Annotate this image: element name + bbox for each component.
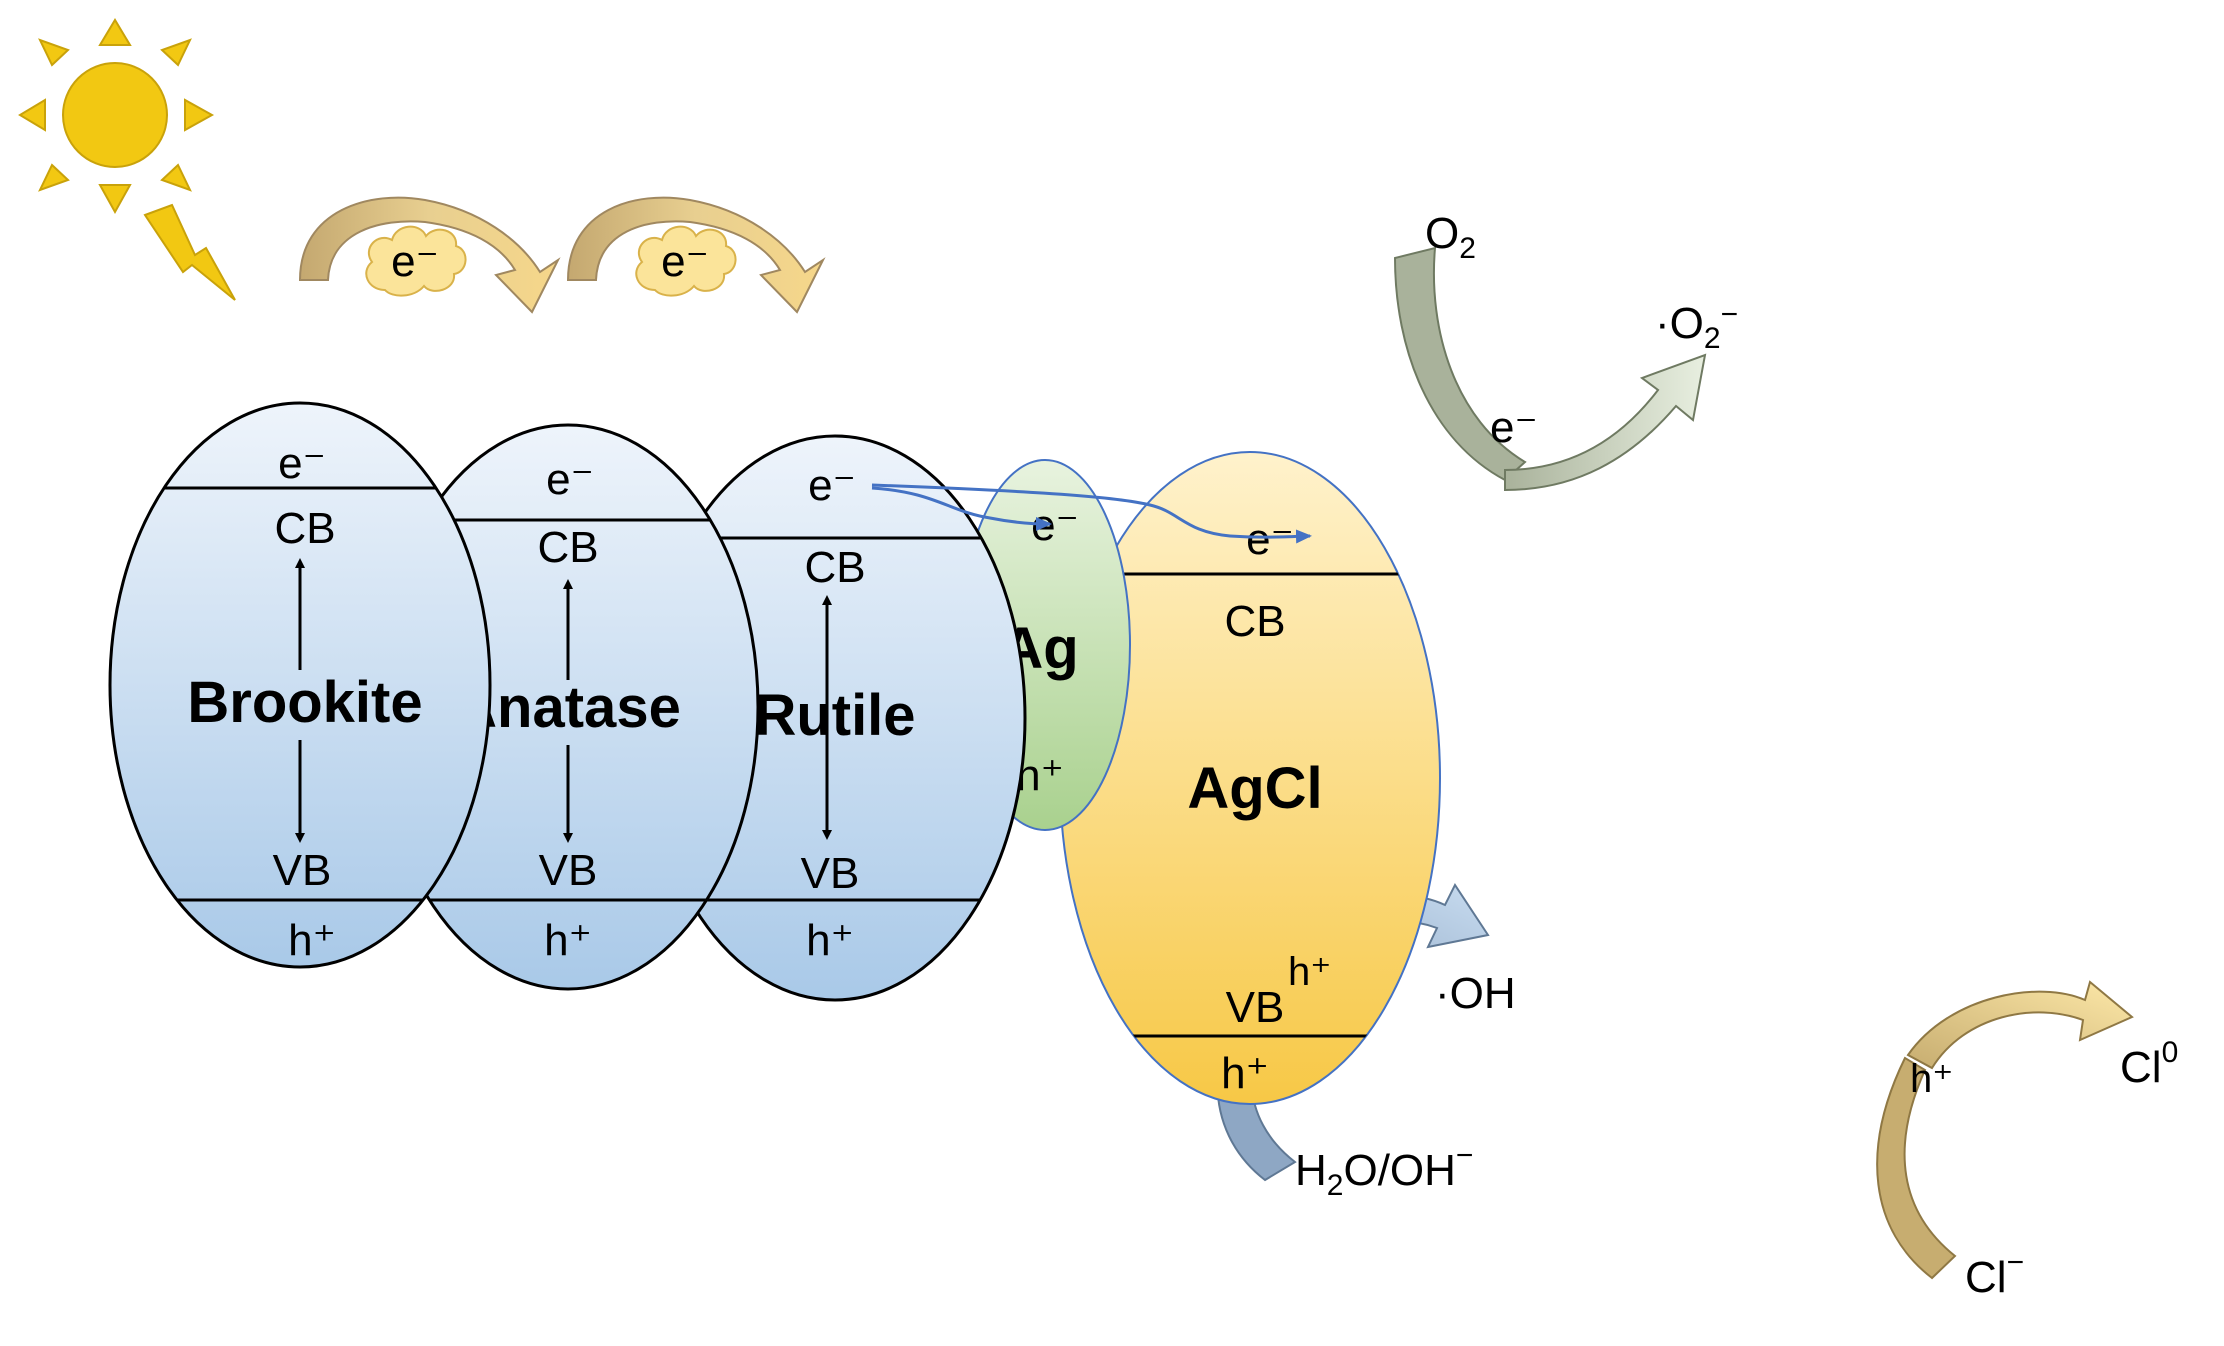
o2-label: O2: [1425, 209, 1476, 265]
superoxide-arrow: [1504, 353, 1707, 492]
chlorine-label: Cl0: [2120, 1036, 2178, 1092]
rutile-hole: h⁺: [806, 916, 854, 965]
anatase-vb-label: VB: [539, 846, 598, 895]
agcl-name: AgCl: [1187, 756, 1322, 821]
chloride-label: Cl−: [1965, 1246, 2024, 1302]
rutile-cb-label: CB: [804, 543, 865, 592]
electron-bubble-1: e⁻: [365, 225, 467, 297]
brookite-particle: e⁻ CB Brookite VB h⁺: [108, 401, 492, 969]
agcl-electron: e⁻: [1246, 515, 1294, 564]
sun-icon: [18, 18, 215, 215]
chlorine-arrow: [1906, 980, 2134, 1070]
o2-arrow: [1393, 246, 1527, 482]
anatase-name: Anatase: [455, 675, 681, 740]
water-label: H2O/OH−: [1295, 1139, 1473, 1202]
brookite-hole: h⁺: [288, 916, 336, 965]
electron-bubble-2: e⁻: [635, 225, 737, 297]
electron-bubble-2-label: e⁻: [661, 237, 709, 286]
hydroxyl-label: ·OH: [1435, 969, 1516, 1018]
rutile-name: Rutile: [754, 683, 915, 748]
anatase-cb-label: CB: [537, 523, 598, 572]
ag-electron: e⁻: [1031, 501, 1079, 550]
o2-electron-label: e⁻: [1490, 403, 1538, 452]
agcl-vb-label: VB: [1226, 983, 1285, 1032]
electron-path-to-ag: [871, 486, 1052, 531]
superoxide-label: ·O2−: [1655, 298, 1738, 355]
brookite-cb-label: CB: [274, 504, 335, 553]
transfer-arrow-1: [298, 196, 561, 314]
rutile-vb-label: VB: [801, 849, 860, 898]
electron-path-to-agcl: [871, 483, 1312, 544]
cl-hole-label: h⁺: [1910, 1057, 1953, 1101]
transfer-arrow-2: [566, 196, 826, 314]
brookite-electron: e⁻: [278, 439, 326, 488]
brookite-vb-label: VB: [273, 846, 332, 895]
brookite-name: Brookite: [187, 670, 422, 735]
agcl-hole: h⁺: [1221, 1049, 1269, 1098]
anatase-hole: h⁺: [544, 916, 592, 965]
lightning-icon: [143, 203, 236, 301]
electron-bubble-1-label: e⁻: [391, 237, 439, 286]
anatase-electron: e⁻: [546, 455, 594, 504]
agcl-cb-label: CB: [1224, 597, 1285, 646]
rutile-electron: e⁻: [808, 461, 856, 510]
chloride-arrow: [1876, 1056, 1957, 1280]
oh-hole-label: h⁺: [1288, 950, 1331, 994]
